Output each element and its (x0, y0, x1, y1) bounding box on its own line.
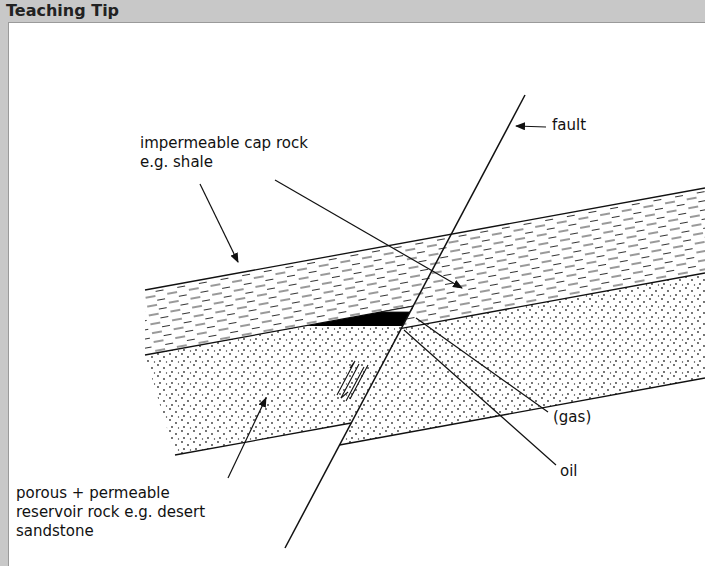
leader-arrow (516, 126, 546, 127)
leader-arrow (200, 184, 238, 262)
header-title: Teaching Tip (6, 1, 119, 20)
leader-line (404, 330, 556, 465)
gas-cap (381, 306, 413, 312)
bed-boundary (145, 306, 413, 355)
leader-line (416, 318, 548, 412)
bed-boundary (401, 273, 705, 328)
fault-label: fault (552, 116, 632, 135)
bed-boundary (145, 188, 705, 290)
bed-boundary (175, 423, 351, 455)
sandstone-bed (340, 273, 705, 445)
oil-label: oil (560, 462, 620, 481)
gas-label: (gas) (553, 408, 623, 427)
slip-arrows (337, 361, 368, 401)
leader-arrow (228, 398, 266, 478)
fault-line (285, 95, 525, 548)
cap-rock-label: impermeable cap rock e.g. shale (140, 134, 310, 172)
oil-wedge (305, 312, 410, 326)
leader-arrow (275, 180, 462, 288)
reservoir-rock-label: porous + permeable reservoir rock e.g. d… (16, 484, 216, 540)
